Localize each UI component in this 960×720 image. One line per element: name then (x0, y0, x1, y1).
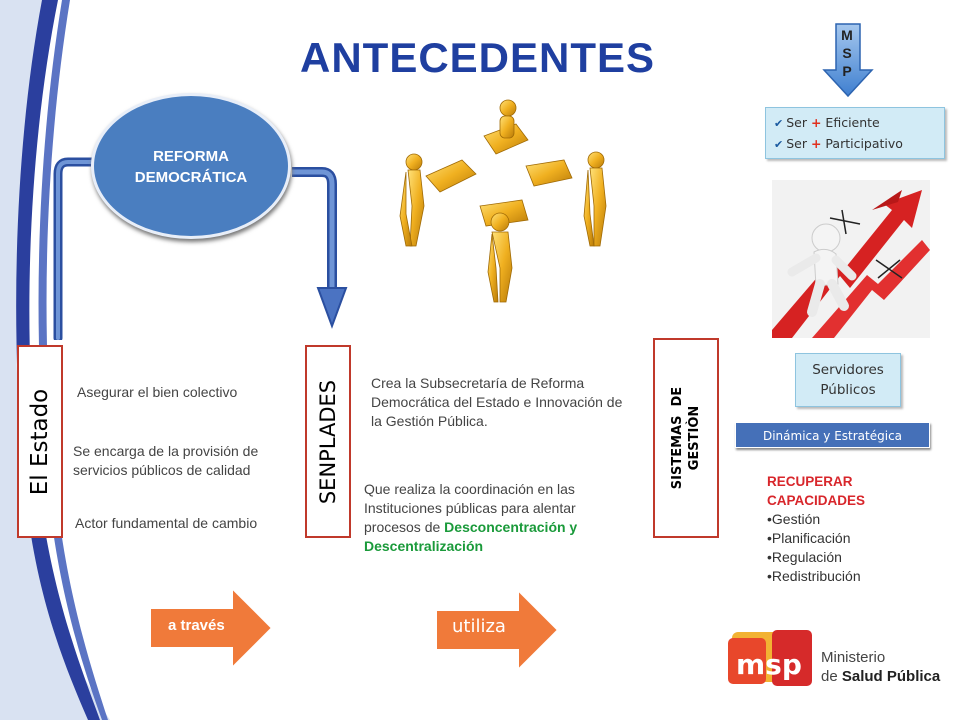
orange-arrow-icon (149, 586, 274, 670)
a-traves-label: a través (168, 617, 225, 634)
page-title: ANTECEDENTES (300, 34, 656, 81)
senplades-crea-text: Crea la Subsecretaría de Reforma Democrá… (371, 375, 623, 429)
connector-arrows (53, 157, 348, 340)
estado-item: Asegurar el bien colectivo (77, 384, 238, 400)
check-icon: ✔ (774, 117, 784, 130)
ser-item: ✔Ser + Eficiente (774, 115, 880, 130)
ministerio-line1: Ministerio (821, 649, 886, 666)
msp-logo-brand: msp (736, 648, 802, 681)
recuperar-item: •Regulación (767, 549, 842, 565)
ser-item: ✔Ser + Participativo (774, 136, 903, 151)
reforma-line1: REFORMA (153, 148, 229, 165)
sistemas-label: SISTEMAS DE GESTIÒN (670, 386, 702, 490)
ministerio-text: Ministerio de Salud Pública (821, 648, 940, 686)
sistemas-gestion-box: SISTEMAS DE GESTIÒN (653, 338, 719, 538)
estado-item: Actor fundamental de cambio (75, 515, 258, 531)
recuperar-item: •Planificación (767, 530, 851, 546)
ministerio-line2: de Salud Pública (821, 668, 941, 685)
blue-down-arrow-icon (822, 23, 874, 98)
servidores-line2: Públicos (820, 382, 876, 398)
senplades-label: SENPLADES (316, 379, 340, 504)
left-swoosh-decoration (0, 0, 110, 720)
servidores-line1: Servidores (812, 362, 884, 378)
recuperar-capacidades: RECUPERAR CAPACIDADES •Gestión •Planific… (767, 472, 917, 586)
reforma-line2: DEMOCRÁTICA (134, 169, 248, 186)
golden-figures-puzzle-icon (399, 99, 607, 303)
recuperar-item: •Redistribución (767, 568, 861, 584)
msp-letter-m: M (841, 27, 853, 43)
msp-letter-p: P (842, 63, 852, 79)
servidores-publicos-box: Servidores Públicos (795, 353, 901, 407)
msp-letters: M S P (836, 26, 858, 80)
el-estado-label: El Estado (27, 388, 53, 495)
el-estado-box: El Estado (17, 345, 63, 538)
senplades-box: SENPLADES (305, 345, 351, 538)
utiliza-label: utiliza (452, 616, 506, 637)
check-icon: ✔ (774, 138, 784, 151)
que-prefix: Que realiza la coordinación en las Insti… (364, 481, 576, 535)
que-highlight: Desconcentración y Descentralización (364, 519, 578, 554)
recuperar-item: •Gestión (767, 511, 821, 527)
ser-mas-box: ✔Ser + Eficiente ✔Ser + Participativo (765, 107, 945, 159)
recuperar-heading: RECUPERAR CAPACIDADES (767, 474, 866, 508)
senplades-que-text: Que realiza la coordinación en las Insti… (364, 480, 614, 556)
dinamica-estrategica-bar: Dinámica y Estratégica (735, 422, 930, 448)
msp-logo-icon: msp (728, 630, 812, 686)
msp-letter-s: S (842, 45, 852, 61)
orange-arrow-icon (435, 588, 560, 672)
estado-item: Se encarga de la provisión de servicios … (73, 443, 259, 478)
person-on-red-arrow-icon (772, 180, 930, 338)
reforma-democratica-circle: REFORMA DEMOCRÁTICA (91, 93, 291, 239)
